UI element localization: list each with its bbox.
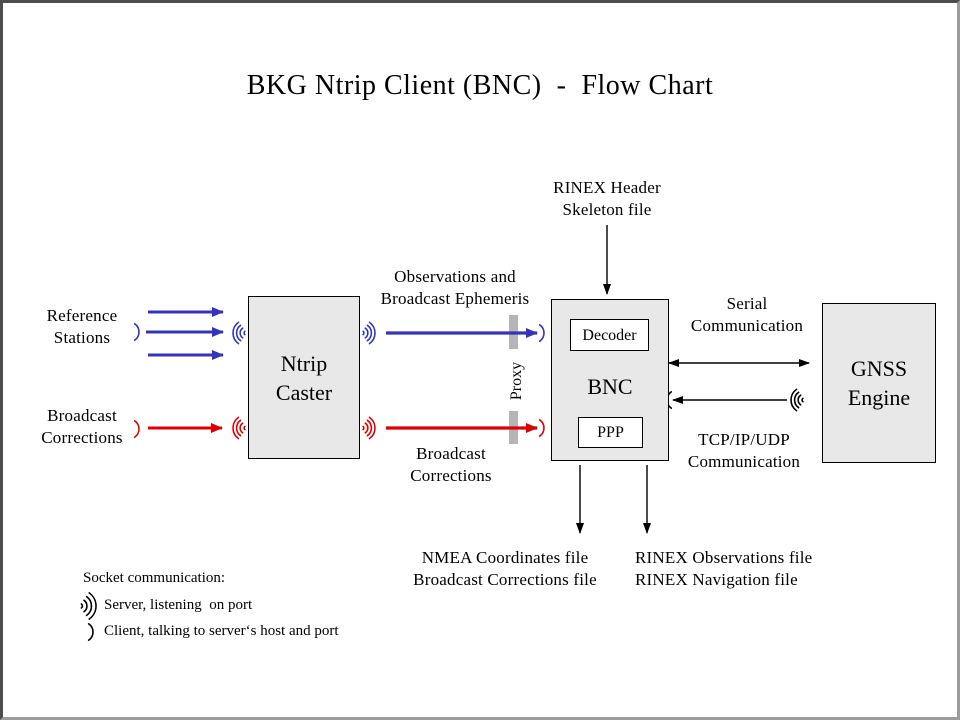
server-socket-icon (790, 388, 804, 412)
server-socket-icon (362, 416, 376, 440)
legend-server-label: Server, listening on port (104, 597, 253, 613)
decoder-box: Decoder (570, 319, 649, 351)
client-socket-icon (538, 324, 545, 342)
proxy-label: Proxy (508, 361, 525, 401)
page-title: BKG Ntrip Client (BNC) - Flow Chart (246, 70, 714, 101)
reference-stations-label: Reference Stations (46, 306, 118, 347)
client-socket-icon (87, 623, 94, 641)
server-socket-icon (362, 321, 376, 345)
rinex-output-files-label: RINEX Observations file RINEX Navigation… (635, 548, 813, 589)
gnss-engine-box: GNSS Engine (822, 303, 936, 463)
rinex-header-skeleton-label: RINEX Header Skeleton file (553, 178, 661, 219)
client-socket-icon (133, 420, 140, 438)
client-socket-icon (538, 419, 545, 437)
legend-title: Socket communication: (83, 570, 226, 586)
server-socket-icon (232, 321, 246, 345)
client-socket-icon (133, 323, 140, 341)
legend-client-label: Client, talking to server‘s host and por… (104, 623, 339, 639)
server-socket-icon (232, 416, 246, 440)
ppp-box: PPP (578, 417, 643, 448)
observations-ephemeris-label: Observations and Broadcast Ephemeris (380, 267, 530, 308)
server-socket-icon (80, 592, 97, 620)
nmea-output-files-label: NMEA Coordinates file Broadcast Correcti… (413, 548, 597, 589)
bnc-label: BNC (587, 374, 633, 399)
broadcast-corrections-mid-label: Broadcast Corrections (410, 444, 492, 485)
tcpip-communication-label: TCP/IP/UDP Communication (687, 430, 801, 471)
broadcast-corrections-input-label: Broadcast Corrections (41, 406, 123, 447)
serial-communication-label: Serial Communication (690, 294, 804, 335)
diagram-canvas (80, 225, 810, 641)
bnc-box: BNC Decoder PPP (551, 299, 669, 461)
ntrip-caster-box: Ntrip Caster (248, 296, 360, 459)
